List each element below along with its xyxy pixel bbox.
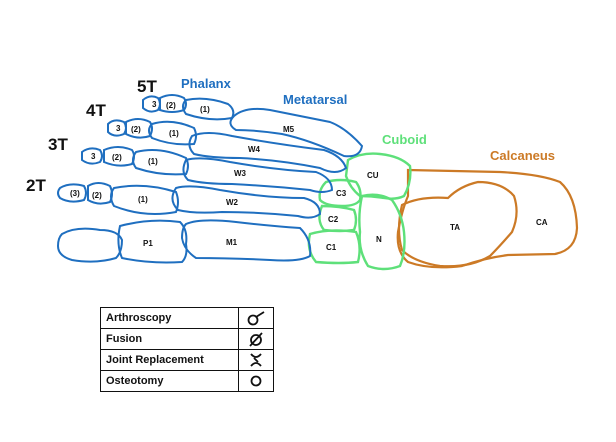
- metatarsal-1-label: M1: [226, 238, 238, 247]
- calcaneus-bone: [396, 168, 579, 269]
- legend-label-osteotomy: Osteotomy: [100, 370, 239, 392]
- toe2-distal-phalanx: [57, 183, 87, 203]
- arthroscopy-icon: [247, 311, 265, 326]
- toe4-label-2: (2): [131, 125, 141, 134]
- toe2-label-3: (3): [70, 189, 80, 198]
- metatarsal-1-bone: [180, 219, 312, 262]
- toe-4t-label: 4T: [86, 101, 106, 120]
- metatarsal-5-label: M5: [283, 125, 295, 134]
- procedure-legend: Arthroscopy Fusion Joint Replacement Ost…: [100, 307, 274, 392]
- toe5-middle-phalanx: [159, 94, 187, 113]
- joint-replacement-icon: [250, 353, 262, 367]
- toe-3t-label: 3T: [48, 135, 68, 154]
- toe1-distal-phalanx: [56, 227, 124, 263]
- foot-diagram: 3 (2) (1) 3 (2) (1) 3 (2) (1) (3) (2) (1…: [26, 76, 579, 271]
- navicular-label: N: [376, 235, 382, 244]
- toe4-label-3: 3: [116, 124, 121, 133]
- toe3-label-1: (1): [148, 157, 158, 166]
- cuneiform-3-bone: [318, 178, 362, 208]
- toe5-proximal-phalanx: [182, 97, 235, 121]
- toe-5t-label: 5T: [137, 77, 157, 96]
- toe2-proximal-phalanx: [110, 184, 179, 215]
- toe3-label-3: 3: [91, 152, 96, 161]
- toe2-label-1: (1): [138, 195, 148, 204]
- phalanx-p1-label: P1: [143, 239, 153, 248]
- cuneiform-3-label: C3: [336, 189, 347, 198]
- metatarsal-2-label: W2: [226, 198, 239, 207]
- legend-row: Fusion: [100, 328, 274, 350]
- toe4-label-1: (1): [169, 129, 179, 138]
- navicular-bone: [358, 193, 406, 271]
- toe3-label-2: (2): [112, 153, 122, 162]
- talus-label: TA: [450, 223, 460, 232]
- osteotomy-icon: [250, 375, 262, 387]
- legend-row: Joint Replacement: [100, 349, 274, 371]
- toe1-proximal-phalanx: [117, 219, 188, 264]
- fusion-icon: [249, 332, 263, 347]
- metatarsal-3-label: W3: [234, 169, 247, 178]
- cuboid-label: CU: [367, 171, 379, 180]
- metatarsal-4-label: W4: [248, 145, 261, 154]
- metatarsal-2-bone: [171, 185, 322, 219]
- legend-label-fusion: Fusion: [100, 328, 239, 350]
- toe4-middle-phalanx: [125, 118, 153, 139]
- legend-label-arthroscopy: Arthroscopy: [100, 307, 239, 329]
- toe4-proximal-phalanx: [148, 120, 197, 146]
- metatarsal-4-bone: [188, 132, 348, 173]
- toe-2t-label: 2T: [26, 176, 46, 195]
- toe3-proximal-phalanx: [132, 149, 189, 176]
- metatarsal-5-bone: [229, 107, 364, 158]
- calcaneus-heading: Calcaneus: [490, 148, 555, 163]
- metatarsal-3-bone: [182, 157, 334, 193]
- cuboid-heading: Cuboid: [382, 132, 427, 147]
- toe2-label-2: (2): [92, 191, 102, 200]
- legend-label-joint-replacement: Joint Replacement: [100, 349, 239, 371]
- phalanx-heading: Phalanx: [181, 76, 232, 91]
- toe5-label-2: (2): [166, 101, 176, 110]
- legend-row: Arthroscopy: [100, 307, 274, 329]
- toe5-label-3: 3: [152, 100, 157, 109]
- toe5-label-1: (1): [200, 105, 210, 114]
- calcaneus-label: CA: [536, 218, 548, 227]
- cuneiform-2-label: C2: [328, 215, 339, 224]
- cuneiform-1-label: C1: [326, 243, 337, 252]
- metatarsal-heading: Metatarsal: [283, 92, 347, 107]
- toe3-distal-phalanx: [81, 147, 103, 165]
- cuneiform-2-bone: [318, 204, 358, 233]
- talus-bone: [397, 180, 518, 268]
- cuneiform-1-bone: [307, 229, 361, 265]
- legend-row: Osteotomy: [100, 370, 274, 392]
